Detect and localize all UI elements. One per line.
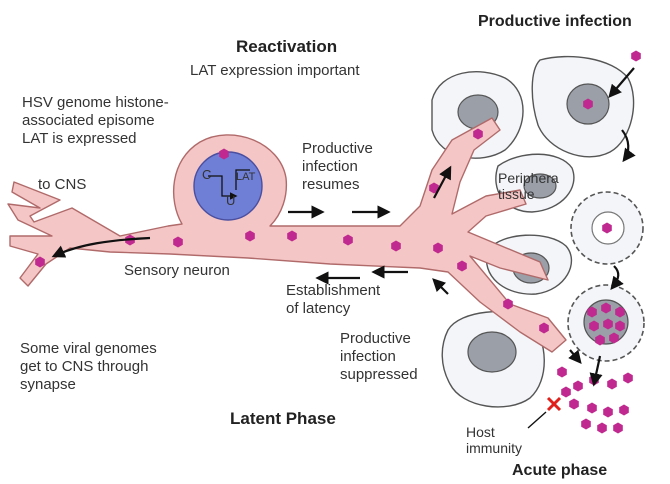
label-establishment-latency: Establishment of latency xyxy=(286,282,380,318)
label-nucleus-lat: LAT xyxy=(236,168,255,186)
label-reactivation: Reactivation xyxy=(236,38,337,56)
arrow-spread-2 xyxy=(612,266,618,288)
virion-icon xyxy=(587,403,597,414)
label-productive-infection: Productive infection xyxy=(478,13,632,31)
cell-nucleus xyxy=(468,332,516,372)
label-infection-suppressed: Productive infection suppressed xyxy=(340,330,418,384)
label-to-cns: to CNS xyxy=(38,176,86,194)
virion-icon xyxy=(561,387,571,398)
immunity-block-icon xyxy=(528,398,560,428)
label-acute-phase: Acute phase xyxy=(512,462,607,480)
virion-icon xyxy=(573,381,583,392)
arrow-from-cell xyxy=(434,280,448,294)
virion-icon xyxy=(623,373,633,384)
label-latent-phase: Latent Phase xyxy=(230,410,336,428)
virion-icon xyxy=(607,379,617,390)
label-genome: HSV genome histone- associated episome L… xyxy=(22,94,169,148)
virion-icon xyxy=(597,423,607,434)
label-some-viral: Some viral genomes get to CNS through sy… xyxy=(20,340,157,394)
virion-icon xyxy=(569,399,579,410)
label-nucleus-u: U xyxy=(226,192,235,210)
label-host-immunity: Host immunity xyxy=(466,424,522,456)
virion-icon xyxy=(603,407,613,418)
virion-icon xyxy=(557,367,567,378)
virion-icon xyxy=(619,405,629,416)
label-nucleus-c: C xyxy=(202,166,211,184)
label-peripheral-tissue: Periphera tissue xyxy=(498,170,559,202)
label-lat-important: LAT expression important xyxy=(190,62,360,80)
virion-icon xyxy=(613,423,623,434)
virion-icon xyxy=(581,419,591,430)
label-productive-resumes: Productive infection resumes xyxy=(302,140,373,194)
label-sensory-neuron: Sensory neuron xyxy=(124,262,230,280)
arrow-release xyxy=(570,350,580,362)
virion-icon xyxy=(631,51,641,62)
